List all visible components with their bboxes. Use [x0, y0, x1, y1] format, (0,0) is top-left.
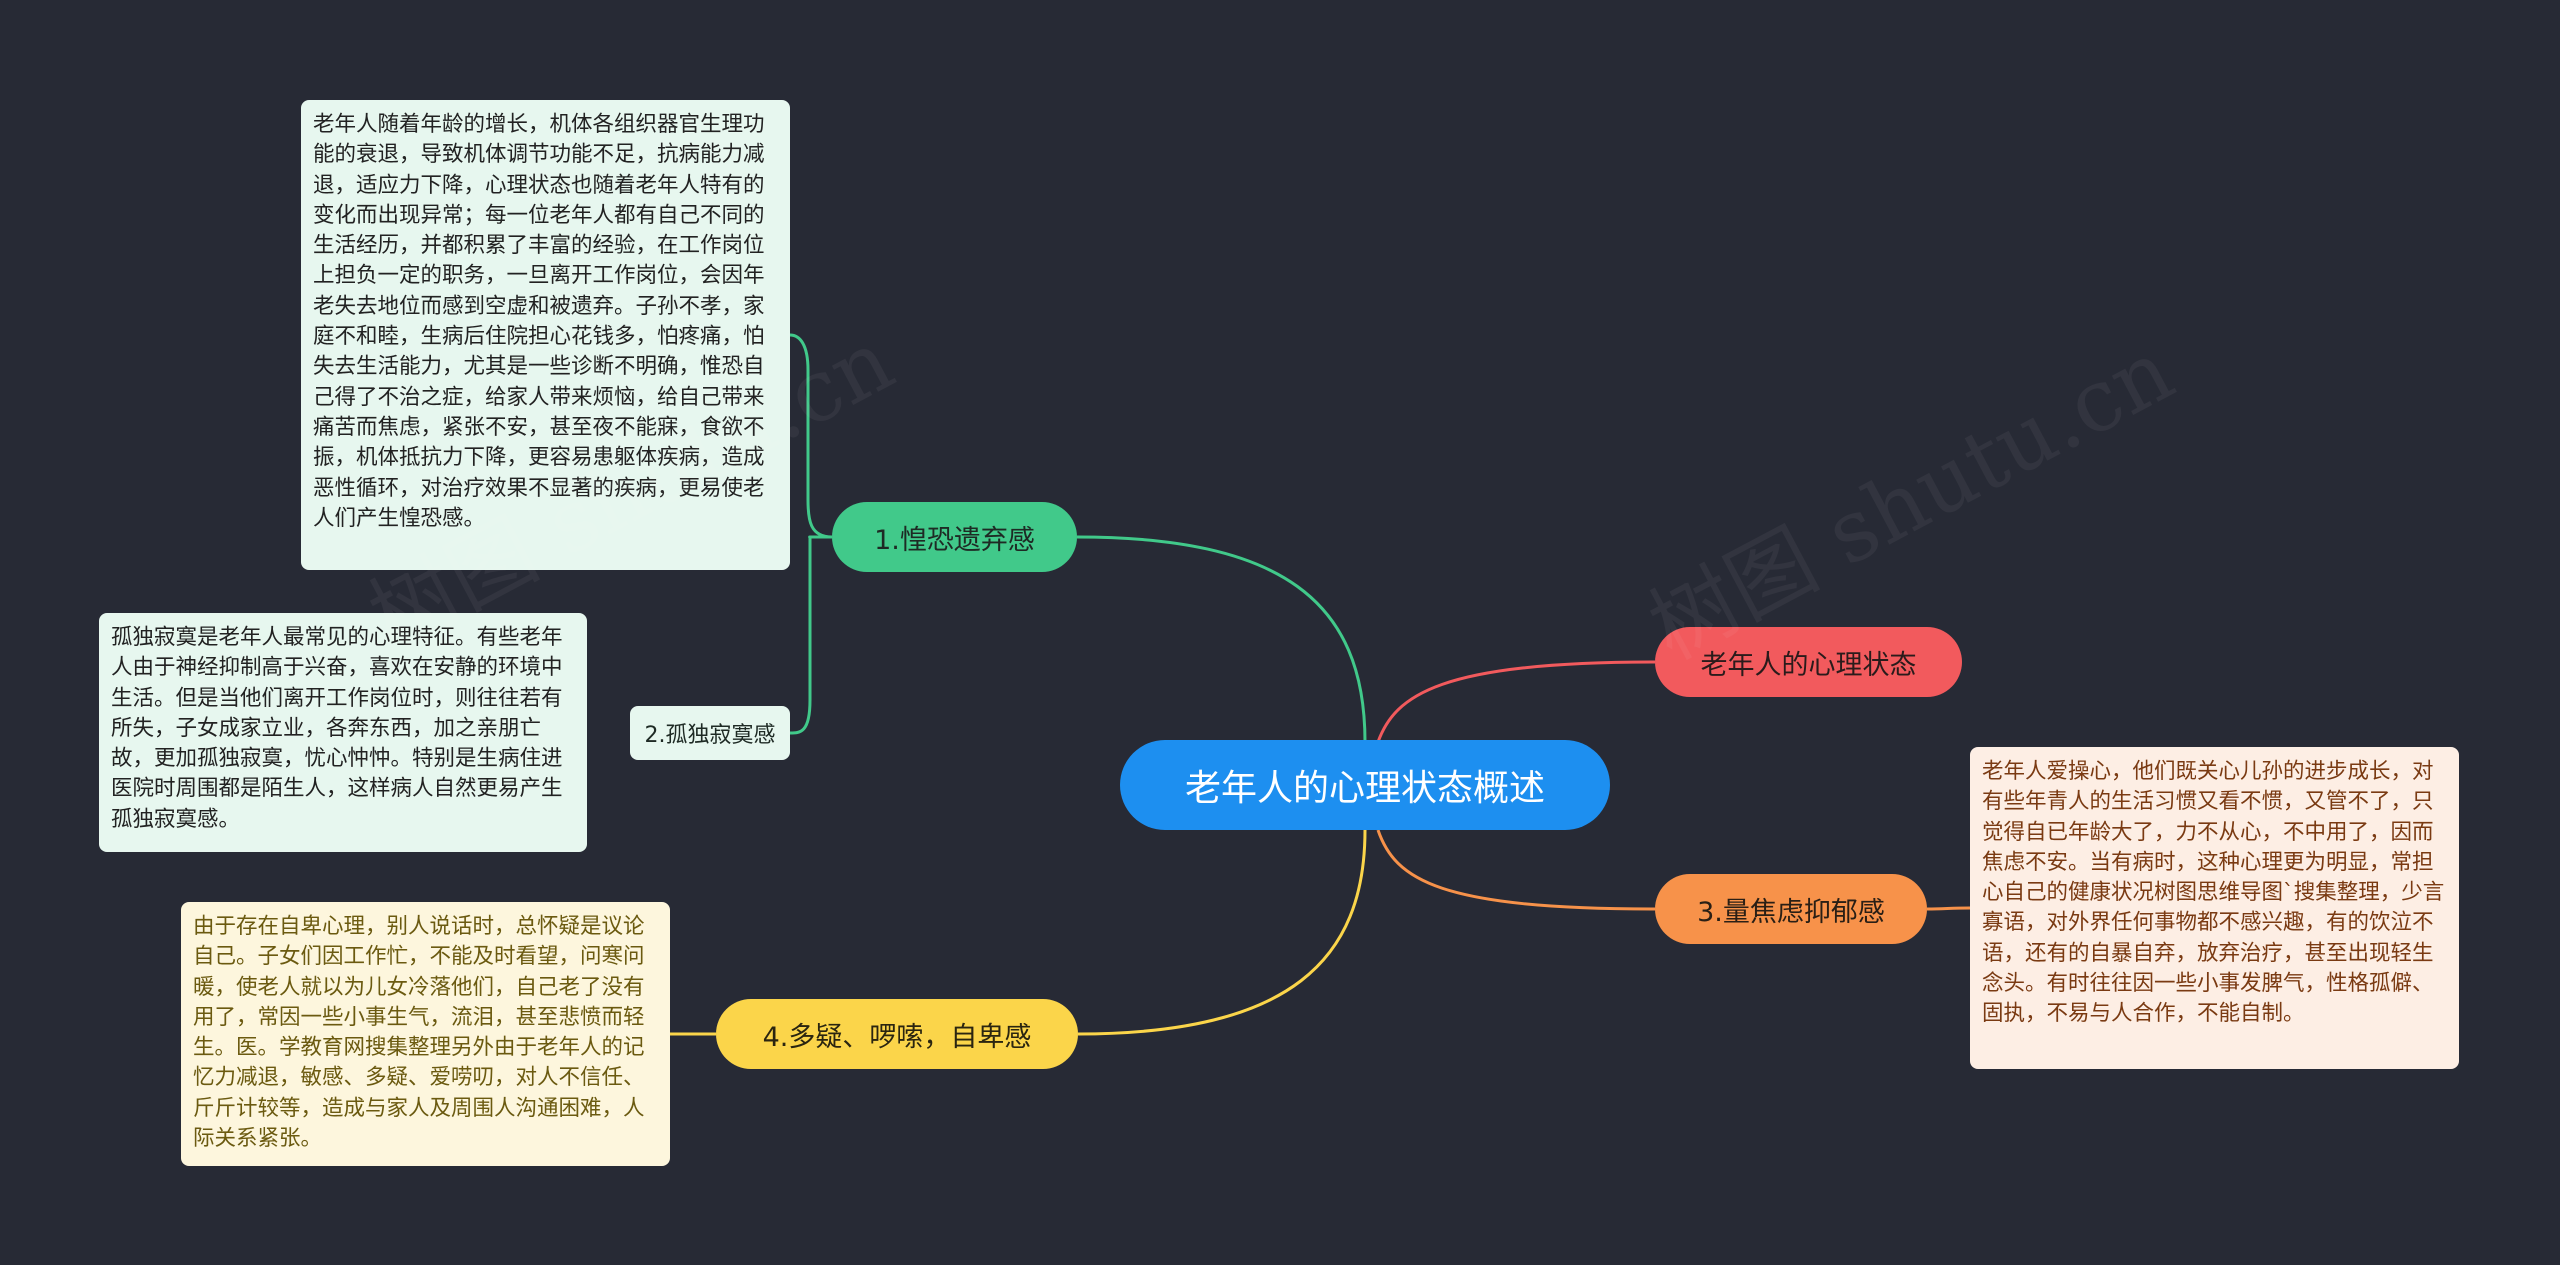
branch-topic-fear-of-abandonment[interactable]: 1.惶恐遗弃感 [832, 502, 1077, 572]
link-root-b5 [1077, 829, 1367, 1036]
link-b1-note1 [789, 333, 833, 539]
branch-topic-anxiety-depression[interactable]: 3.量焦虑抑郁感 [1655, 874, 1927, 944]
branch-topic-loneliness[interactable]: 2.孤独寂寞感 [630, 706, 790, 760]
branch-topic-mental-state[interactable]: 老年人的心理状态 [1655, 627, 1962, 697]
link-b1-b2 [789, 535, 832, 735]
link-root-b3 [1376, 660, 1656, 743]
link-root-b1 [1076, 535, 1367, 743]
branch-topic-suspicion-inferiority[interactable]: 4.多疑、啰嗦，自卑感 [716, 999, 1078, 1069]
note-loneliness[interactable]: 孤独寂寞是老年人最常见的心理特征。有些老年人由于神经抑制高于兴奋，喜欢在安静的环… [99, 613, 587, 852]
note-suspicion-inferiority[interactable]: 由于存在自卑心理，别人说话时，总怀疑是议论自己。子女们因工作忙，不能及时看望，问… [181, 902, 670, 1166]
note-anxiety-depression[interactable]: 老年人爱操心，他们既关心儿孙的进步成长，对有些年青人的生活习惯又看不惯，又管不了… [1970, 747, 2459, 1069]
link-b4-note4 [1926, 906, 1971, 911]
root-topic[interactable]: 老年人的心理状态概述 [1120, 740, 1610, 830]
note-fear-of-abandonment[interactable]: 老年人随着年龄的增长，机体各组织器官生理功能的衰退，导致机体调节功能不足，抗病能… [301, 100, 790, 570]
link-root-b4 [1376, 829, 1656, 911]
